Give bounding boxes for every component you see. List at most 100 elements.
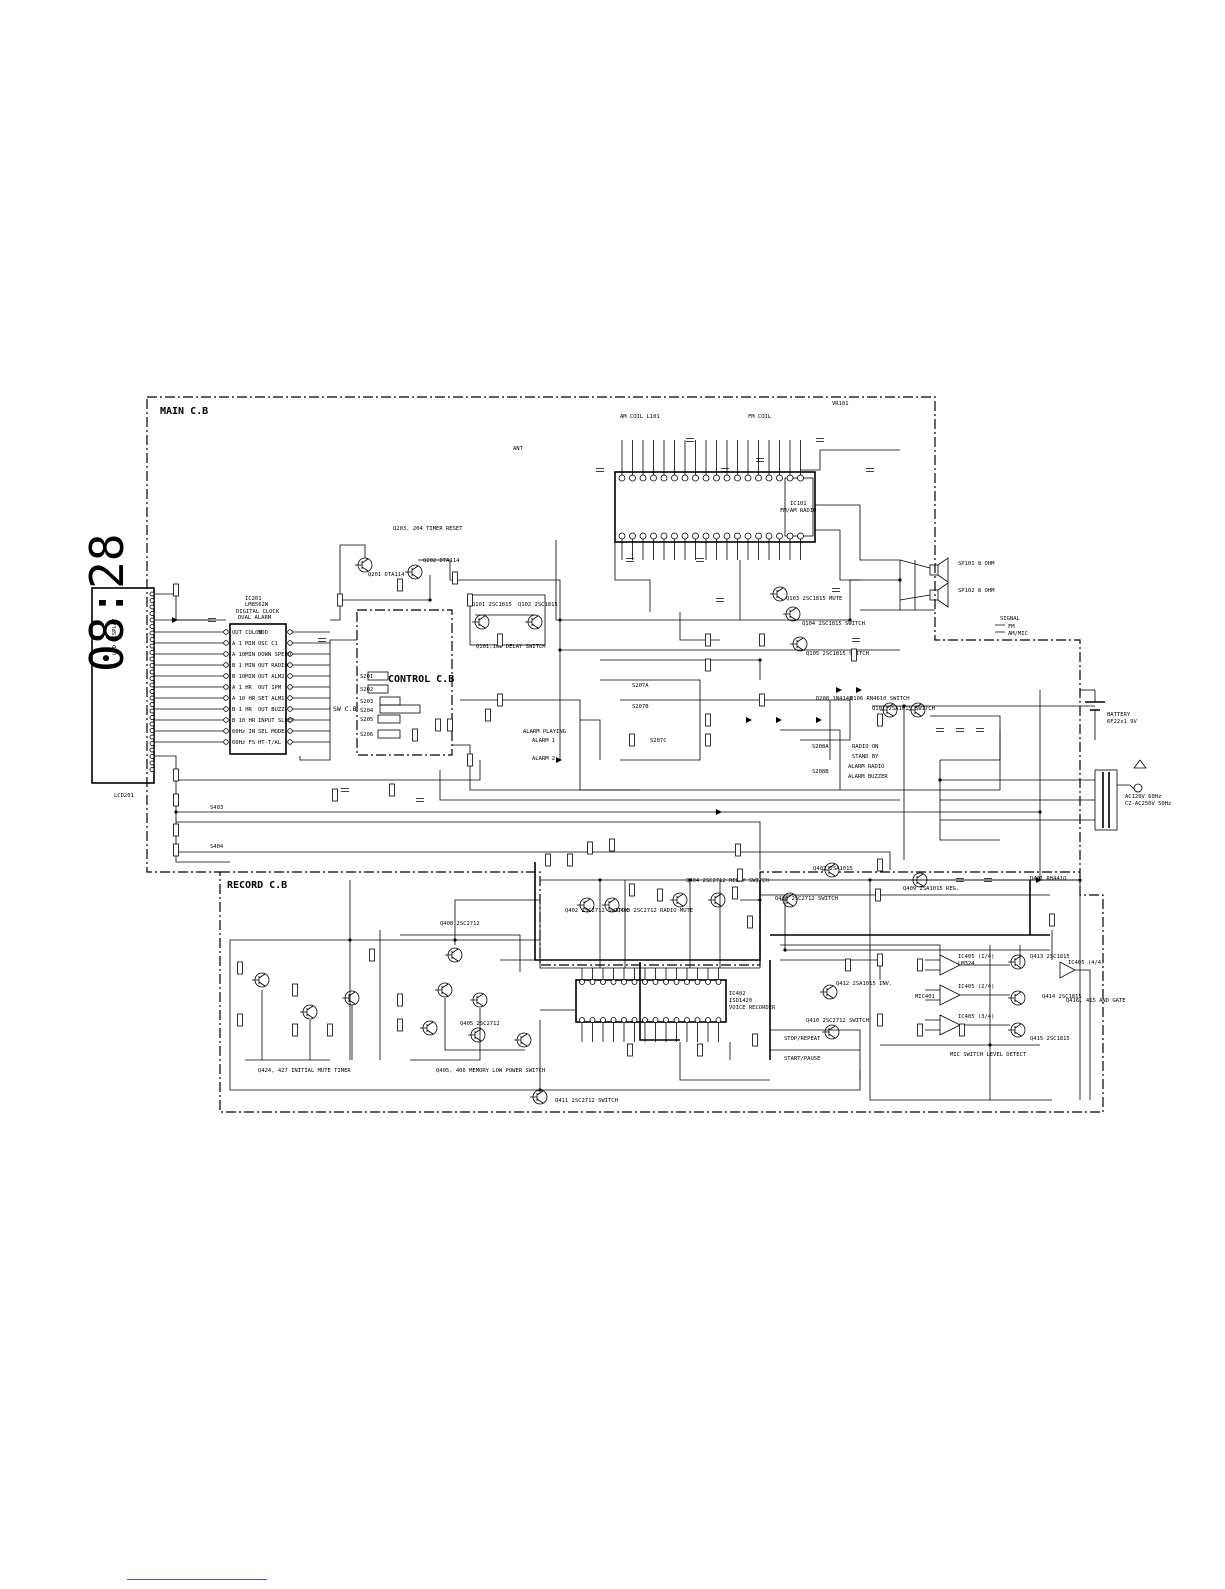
s404-label: S404 bbox=[210, 844, 224, 850]
wire bbox=[866, 468, 874, 472]
standby-note: STAND BY bbox=[852, 754, 879, 760]
s208b-label: S208B bbox=[812, 769, 829, 775]
lcd-pin bbox=[149, 682, 155, 688]
s402-label: START/PAUSE bbox=[784, 1056, 820, 1062]
wire bbox=[468, 1028, 482, 1042]
resistor bbox=[629, 883, 635, 897]
resistor bbox=[397, 993, 403, 1007]
lcd-pin bbox=[149, 663, 155, 668]
ic101-pin-bottom bbox=[629, 532, 636, 540]
ic201-pin-left bbox=[223, 728, 229, 734]
wire bbox=[252, 973, 266, 987]
ic201-pin-label-left: 60Hz FS bbox=[232, 740, 255, 746]
wire bbox=[1008, 955, 1022, 969]
resistor bbox=[752, 1033, 758, 1047]
resistor bbox=[397, 1018, 403, 1032]
junction-dot bbox=[1038, 810, 1042, 814]
lcd-pin bbox=[149, 656, 155, 662]
s202-label: S202 bbox=[360, 687, 373, 693]
main-cb-outline bbox=[146, 396, 1104, 1113]
ic201-pin-right bbox=[287, 728, 293, 734]
main-cb-label: MAIN C.B bbox=[160, 406, 208, 417]
ic201-pin-left bbox=[223, 695, 229, 701]
resistor bbox=[173, 768, 179, 782]
wire bbox=[770, 587, 784, 601]
junction-dot bbox=[988, 1043, 992, 1047]
resistor bbox=[292, 1023, 298, 1037]
ic101-pin-top bbox=[797, 474, 804, 482]
ic101-part: FM/AM RADIO bbox=[780, 508, 816, 514]
lcd-pin bbox=[149, 598, 155, 603]
lcd-pin bbox=[149, 747, 155, 753]
signal-legend-am: AM/MIC bbox=[1008, 631, 1028, 637]
ic402-pin-top bbox=[705, 979, 711, 985]
wire bbox=[1008, 991, 1022, 1005]
opamp-triangle bbox=[939, 954, 961, 976]
wire bbox=[756, 458, 764, 462]
ic201-pin-label-left: B 1 MIN bbox=[232, 663, 255, 669]
q403-label: Q403 2SC2712 RADIO MUTE bbox=[617, 908, 693, 914]
resistor bbox=[917, 958, 923, 972]
record-cb-divider bbox=[220, 871, 1080, 966]
resistor bbox=[735, 843, 741, 857]
wire bbox=[780, 893, 794, 907]
resistor bbox=[705, 713, 711, 727]
diode bbox=[556, 757, 562, 763]
lcd-pin bbox=[149, 708, 155, 714]
ic402-pin-top bbox=[642, 979, 648, 985]
wire bbox=[577, 898, 591, 912]
ic402-part: ISD1420 bbox=[729, 998, 752, 1004]
ic101-pin-bottom bbox=[713, 532, 720, 540]
ic101-pin-top bbox=[618, 474, 626, 482]
resistor bbox=[327, 1023, 333, 1037]
ic402-pin-top bbox=[652, 979, 659, 985]
alarm-1-note: ALARM 1 bbox=[532, 738, 555, 744]
q413-label: Q413 2SC1815 bbox=[1030, 954, 1070, 960]
page-footer-link-underline[interactable] bbox=[127, 1579, 267, 1580]
junction-dot bbox=[758, 658, 762, 662]
q101-label: Q101 2SC1815 bbox=[472, 602, 512, 608]
wire bbox=[614, 542, 651, 612]
ic402-pin-bottom bbox=[673, 1017, 680, 1023]
wire bbox=[435, 983, 449, 997]
wire bbox=[600, 659, 761, 680]
ic201-pin-label-left: OUT COLON bbox=[232, 630, 262, 636]
ic405-ref-1: IC405 (1/4) bbox=[958, 954, 994, 960]
lcd-pin bbox=[149, 767, 155, 772]
junction-dot bbox=[453, 938, 457, 942]
ic101-pin-bottom bbox=[755, 532, 762, 540]
ic101-pin-top bbox=[765, 474, 773, 482]
wire bbox=[930, 715, 1001, 761]
control-switch-boxes bbox=[367, 671, 421, 739]
ic201-pin-left bbox=[223, 640, 229, 646]
diode bbox=[172, 617, 178, 623]
s207c-label: S207C bbox=[650, 738, 667, 744]
wire bbox=[925, 1019, 1010, 1031]
lcd-pin bbox=[149, 617, 155, 623]
wire bbox=[514, 1033, 528, 1047]
ic405-func: MIC SWITCH LEVEL DETECT bbox=[950, 1052, 1027, 1058]
ic101-pin-bottom bbox=[723, 532, 731, 540]
resistor bbox=[332, 788, 338, 802]
ic402-voice-recorder bbox=[575, 979, 727, 1023]
s201-label: S201 bbox=[360, 674, 373, 680]
resistor bbox=[337, 593, 343, 607]
junction-dot bbox=[902, 704, 906, 708]
wire bbox=[626, 558, 634, 562]
resistor bbox=[292, 983, 298, 997]
wire bbox=[936, 728, 944, 732]
ic101-pin-top bbox=[629, 474, 636, 482]
resistor-symbols bbox=[173, 571, 1055, 1057]
wire bbox=[600, 679, 701, 761]
ic405-part: LM324 bbox=[958, 961, 975, 967]
resistor bbox=[397, 578, 403, 592]
resistor bbox=[609, 838, 615, 852]
s207a-label: S207A bbox=[632, 683, 649, 689]
ic201-pin-right bbox=[287, 662, 293, 668]
mic-label: MIC401 bbox=[915, 994, 935, 1000]
q415-label: Q415 2SC1815 bbox=[1030, 1036, 1070, 1042]
resistor bbox=[697, 1043, 703, 1057]
ic405-opamps bbox=[925, 954, 1076, 1036]
wire bbox=[330, 544, 366, 621]
resistor bbox=[627, 1043, 633, 1057]
